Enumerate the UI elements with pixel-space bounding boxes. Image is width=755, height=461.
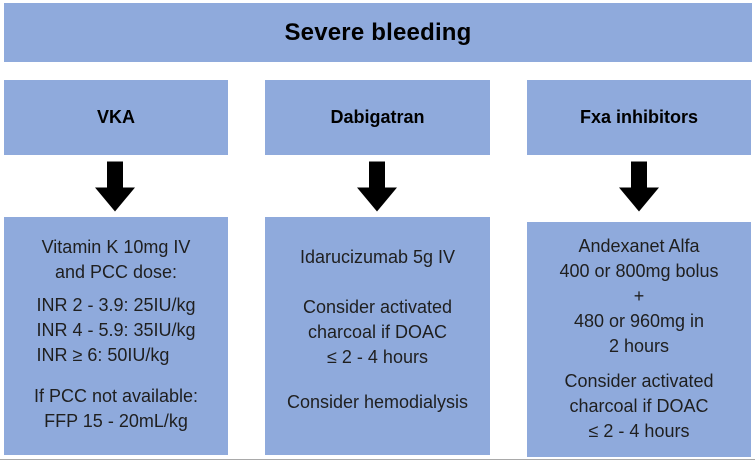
dabigatran-charcoal-paragraph: Consider activated charcoal if DOAC ≤ 2 … xyxy=(265,295,490,370)
inr-dosing-list: INR 2 - 3.9: 25IU/kg INR 4 - 5.9: 35IU/k… xyxy=(36,293,195,368)
title-box: Severe bleeding xyxy=(4,3,752,62)
text-line: charcoal if DOAC xyxy=(569,396,709,416)
column-header-dabigatran: Dabigatran xyxy=(265,80,490,155)
column-header-fxa-inhibitors-label: Fxa inhibitors xyxy=(579,107,698,127)
text-line: Idarucizumab 5g IV xyxy=(299,247,456,267)
vka-ffp-alternative-paragraph: If PCC not available: FFP 15 - 20mL/kg xyxy=(4,384,228,434)
text-line: INR 2 - 3.9: 25IU/kg xyxy=(36,295,196,315)
column-header-dabigatran-label: Dabigatran xyxy=(330,107,425,127)
fxa-charcoal-paragraph: Consider activated charcoal if DOAC ≤ 2 … xyxy=(527,369,751,444)
text-line: FFP 15 - 20mL/kg xyxy=(44,411,188,431)
down-arrow-icon xyxy=(357,161,397,212)
vka-treatment-box: Vitamin K 10mg IV and PCC dose: INR 2 - … xyxy=(4,217,228,455)
text-line: Consider hemodialysis xyxy=(286,392,469,412)
text-line: ≤ 2 - 4 hours xyxy=(588,421,690,441)
text-line: and PCC dose: xyxy=(54,262,178,282)
text-line: Andexanet Alfa xyxy=(578,236,700,256)
text-line: 400 or 800mg bolus xyxy=(559,261,719,281)
text-line: INR 4 - 5.9: 35IU/kg xyxy=(36,320,196,340)
down-arrow-icon xyxy=(619,161,659,212)
column-header-fxa-inhibitors: Fxa inhibitors xyxy=(527,80,751,155)
text-line: 2 hours xyxy=(608,336,670,356)
text-line: charcoal if DOAC xyxy=(307,322,448,342)
dabigatran-treatment-box: Idarucizumab 5g IV Consider activated ch… xyxy=(265,217,490,455)
text-line: Consider activated xyxy=(302,297,453,317)
vka-dose-intro-paragraph: Vitamin K 10mg IV and PCC dose: xyxy=(4,235,228,285)
figure-bottom-border xyxy=(0,459,755,460)
figure-title: Severe bleeding xyxy=(284,18,472,46)
column-header-vka-label: VKA xyxy=(96,107,135,127)
text-line: Consider activated xyxy=(564,371,714,391)
text-line: If PCC not available: xyxy=(33,386,199,406)
dabigatran-idarucizumab-paragraph: Idarucizumab 5g IV xyxy=(265,245,490,270)
dabigatran-hemodialysis-paragraph: Consider hemodialysis xyxy=(265,390,490,415)
text-line: Vitamin K 10mg IV xyxy=(41,237,191,257)
fxa-treatment-box: Andexanet Alfa 400 or 800mg bolus + 480 … xyxy=(527,222,751,457)
text-line: 480 or 960mg in xyxy=(573,311,705,331)
down-arrow-icon xyxy=(95,161,135,212)
fxa-andexanet-dosing-paragraph: Andexanet Alfa 400 or 800mg bolus + 480 … xyxy=(527,234,751,359)
text-line: + xyxy=(633,286,645,306)
text-line: ≤ 2 - 4 hours xyxy=(327,347,428,367)
vka-inr-dosing-paragraph: INR 2 - 3.9: 25IU/kg INR 4 - 5.9: 35IU/k… xyxy=(4,293,228,368)
text-line: INR ≥ 6: 50IU/kg xyxy=(36,345,170,365)
column-header-vka: VKA xyxy=(4,80,228,155)
